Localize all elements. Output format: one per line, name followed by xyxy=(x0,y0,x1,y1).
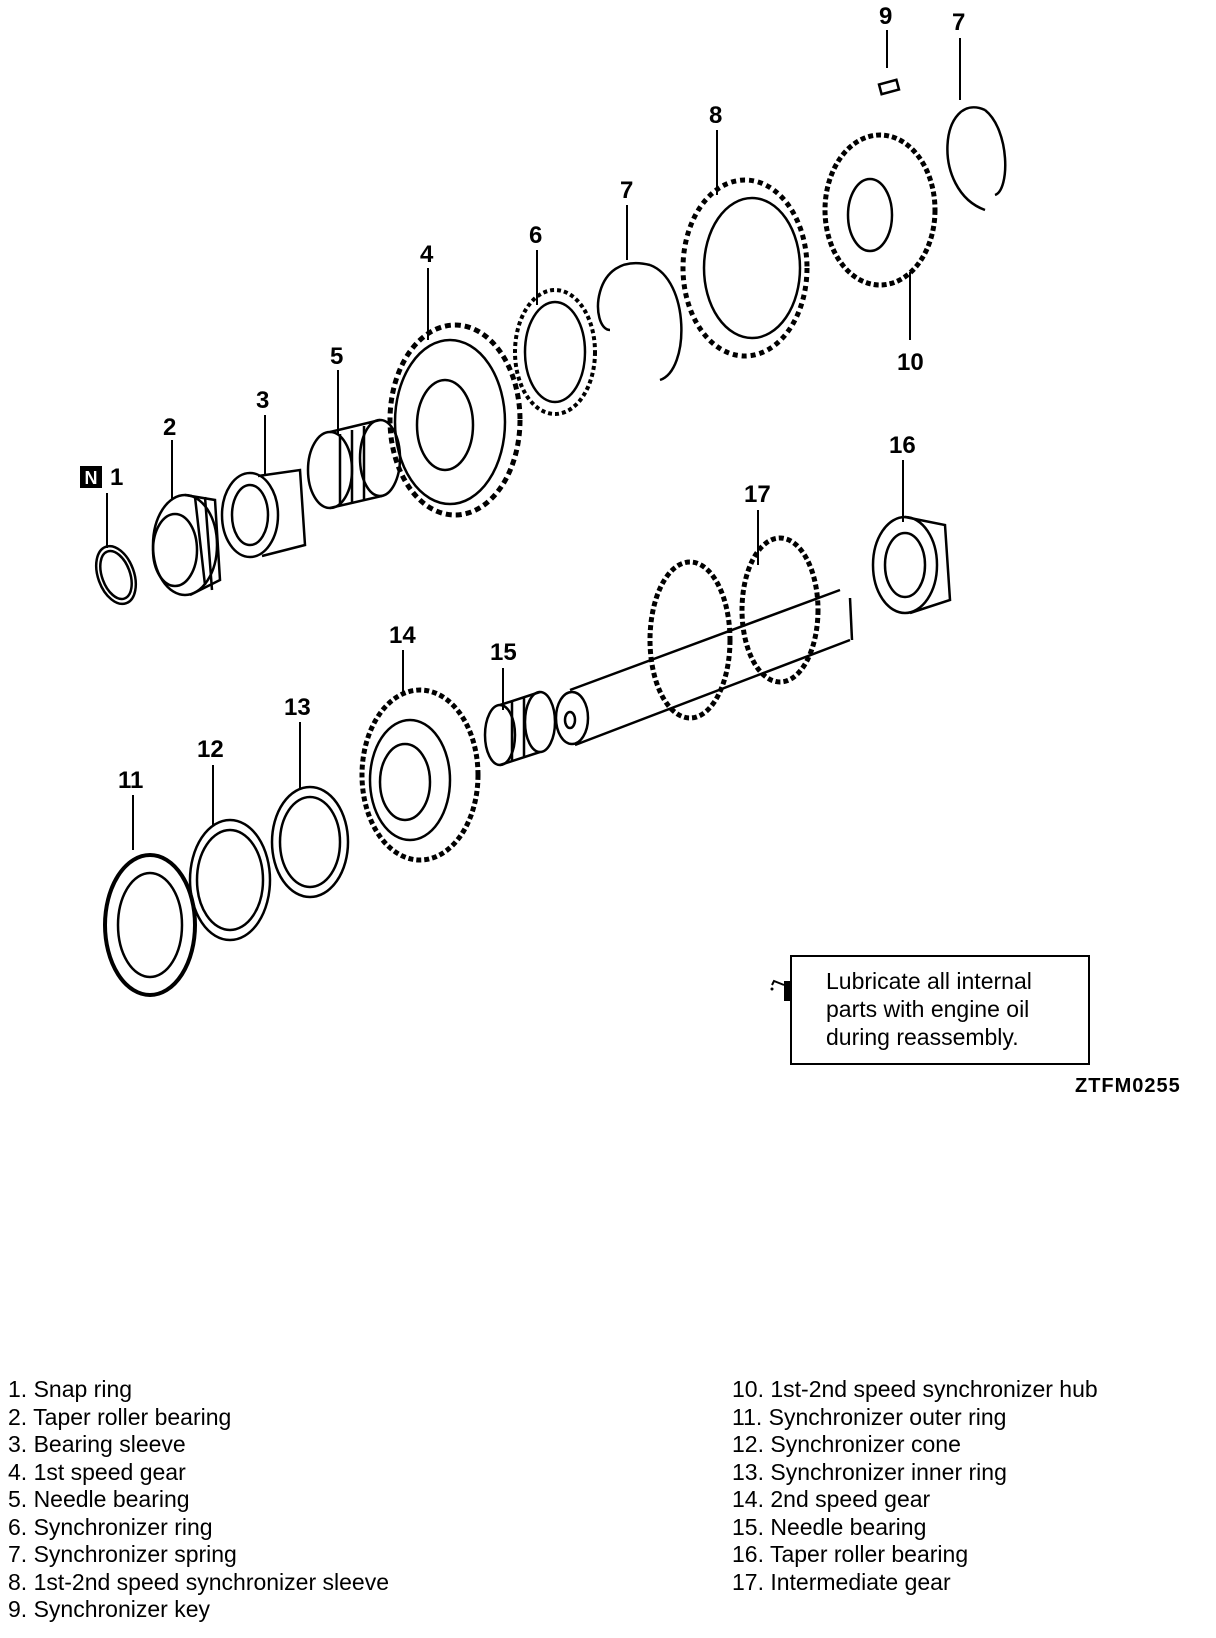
callout-10: 10 xyxy=(897,349,924,376)
callout-8: 8 xyxy=(709,102,722,129)
callout-5: 5 xyxy=(330,343,343,370)
callout-4: 4 xyxy=(420,241,434,268)
part-intermediate-gear xyxy=(554,535,854,747)
callout-14: 14 xyxy=(389,622,416,649)
callout-9: 9 xyxy=(879,3,892,30)
callout-6: 6 xyxy=(529,222,542,249)
part-synchronizer-spring-a xyxy=(596,261,683,382)
part-bearing-sleeve xyxy=(220,468,307,559)
legend-item: 7. Synchronizer spring xyxy=(8,1541,237,1567)
exploded-parts-diagram: N 1 2 3 4 5 6 7 7 8 9 10 11 12 13 14 15 … xyxy=(80,3,1007,997)
part-synchronizer-spring-b xyxy=(946,106,1007,212)
note-line-3: during reassembly. xyxy=(826,1024,1019,1050)
legend-item: 1. Snap ring xyxy=(8,1376,133,1402)
callout-11: 11 xyxy=(118,767,143,794)
figure-code: ZTFM0255 xyxy=(1075,1075,1181,1097)
legend-item: 6. Synchronizer ring xyxy=(8,1513,213,1540)
legend-item: 17. Intermediate gear xyxy=(732,1568,951,1595)
callout-3: 3 xyxy=(256,387,269,414)
legend-item: 13. Synchronizer inner ring xyxy=(732,1458,1007,1485)
legend-item: 10. 1st-2nd speed synchronizer hub xyxy=(732,1376,1098,1402)
part-needle-bearing-5 xyxy=(306,418,402,510)
legend-item: 2. Taper roller bearing xyxy=(8,1403,232,1430)
callout-7-upper: 7 xyxy=(952,9,965,36)
part-synchronizer-key xyxy=(877,78,901,96)
legend-item: 12. Synchronizer cone xyxy=(732,1431,961,1457)
part-taper-roller-bearing-2 xyxy=(151,493,222,597)
legend-item: 5. Needle bearing xyxy=(8,1486,190,1512)
legend-item: 11. Synchronizer outer ring xyxy=(732,1403,1007,1430)
part-synchronizer-cone xyxy=(188,818,272,942)
legend-item: 8. 1st-2nd speed synchronizer sleeve xyxy=(8,1568,389,1595)
callout-17: 17 xyxy=(744,481,771,508)
part-taper-roller-bearing-16 xyxy=(871,515,952,615)
lubrication-note-text: Lubricate all internal parts with engine… xyxy=(826,967,1086,1051)
parts-legend-right: 10. 1st-2nd speed synchronizer hub 11. S… xyxy=(732,1376,1098,1596)
callout-12: 12 xyxy=(197,736,224,763)
callout-7-lower: 7 xyxy=(620,177,633,204)
legend-item: 4. 1st speed gear xyxy=(8,1458,186,1485)
part-2nd-speed-gear xyxy=(359,687,481,863)
callout-15: 15 xyxy=(490,639,517,666)
callout-1: 1 xyxy=(110,464,123,491)
leader-lines xyxy=(106,30,961,850)
callout-16: 16 xyxy=(889,432,916,459)
part-snap-ring xyxy=(94,544,138,606)
note-line-2: parts with engine oil xyxy=(826,996,1030,1022)
legend-item: 9. Synchronizer key xyxy=(8,1596,210,1622)
part-synchronizer-sleeve xyxy=(680,177,810,359)
note-line-1: Lubricate all internal xyxy=(826,968,1032,994)
part-1st-speed-gear xyxy=(387,322,523,518)
legend-item: 16. Taper roller bearing xyxy=(732,1541,969,1567)
new-part-badge xyxy=(80,466,102,488)
legend-item: 3. Bearing sleeve xyxy=(8,1431,186,1457)
part-synchronizer-outer-ring xyxy=(103,853,197,997)
legend-item: 15. Needle bearing xyxy=(732,1513,927,1540)
badge-letter: N xyxy=(85,468,98,488)
callout-2: 2 xyxy=(163,414,176,441)
legend-item: 14. 2nd speed gear xyxy=(732,1486,931,1512)
part-synchronizer-ring xyxy=(513,288,597,416)
lubrication-note: Lubricate all internal parts with engine… xyxy=(790,955,1090,1065)
part-synchronizer-inner-ring xyxy=(270,785,350,899)
part-synchronizer-hub xyxy=(822,132,938,288)
parts-legend-left: 1. Snap ring 2. Taper roller bearing 3. … xyxy=(8,1376,389,1624)
part-needle-bearing-15 xyxy=(483,690,557,767)
callout-13: 13 xyxy=(284,694,311,721)
